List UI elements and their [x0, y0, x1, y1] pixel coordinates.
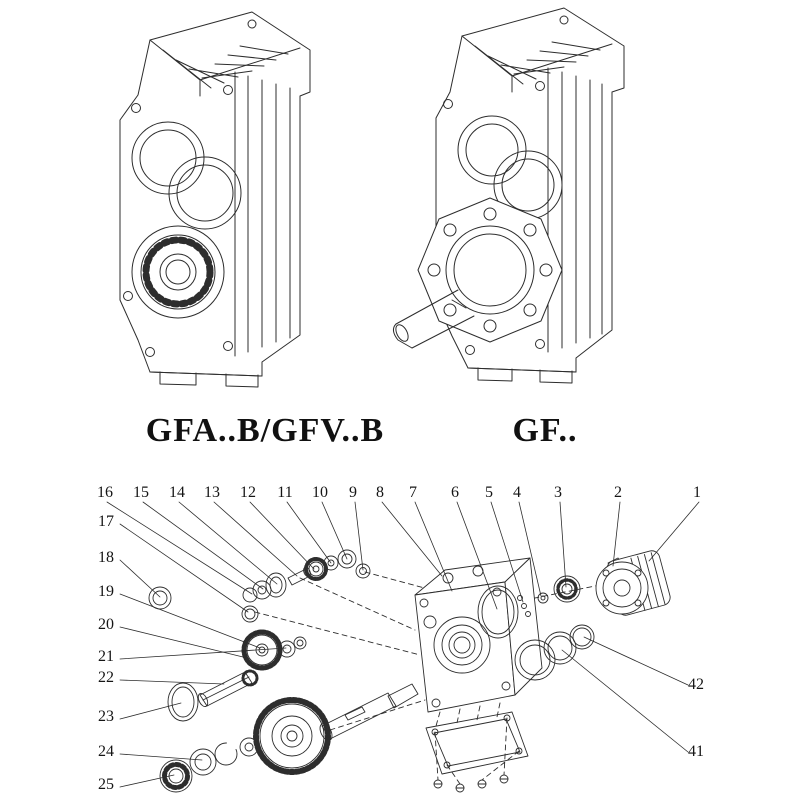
- part-number-1: 1: [693, 484, 701, 501]
- part-number-4: 4: [513, 484, 521, 501]
- leader-lines-right: [561, 636, 689, 753]
- output-shaft-parts-cluster: [159, 683, 419, 793]
- part-number-10: 10: [312, 484, 328, 501]
- right-gearbox-drawing: [392, 7, 625, 384]
- caption-right-model: GF..: [512, 412, 578, 449]
- leader-lines-top: [106, 501, 700, 610]
- part-number-5: 5: [485, 484, 493, 501]
- part-number-20: 20: [98, 616, 114, 633]
- part-number-13: 13: [204, 484, 220, 501]
- motor-side-parts-cluster: [477, 550, 671, 639]
- exploded-view-drawing: [106, 501, 700, 793]
- caption-left-model: GFA..B/GFV..B: [145, 412, 385, 449]
- shim-ring-cluster: [514, 624, 595, 681]
- part-number-3: 3: [554, 484, 562, 501]
- part-number-18: 18: [98, 549, 114, 566]
- part-number-11: 11: [277, 484, 293, 501]
- part-number-15: 15: [133, 484, 149, 501]
- part-number-41: 41: [688, 743, 704, 760]
- part-number-17: 17: [98, 513, 114, 530]
- left-gearbox-drawing: [119, 11, 311, 388]
- part-number-14: 14: [169, 484, 185, 501]
- part-number-22: 22: [98, 669, 114, 686]
- cover-plate-and-bolts: [425, 711, 529, 793]
- part-number-19: 19: [98, 583, 114, 600]
- part-number-23: 23: [98, 708, 114, 725]
- intermediate-gear-cluster: [167, 629, 307, 722]
- part-number-2: 2: [614, 484, 622, 501]
- part-number-42: 42: [688, 676, 704, 693]
- leader-lines-left: [119, 523, 287, 788]
- part-number-8: 8: [376, 484, 384, 501]
- input-shaft-parts-cluster: [148, 549, 371, 623]
- part-number-7: 7: [409, 484, 417, 501]
- part-number-24: 24: [98, 743, 114, 760]
- part-number-21: 21: [98, 648, 114, 665]
- part-number-9: 9: [349, 484, 357, 501]
- part-number-16: 16: [97, 484, 113, 501]
- part-number-25: 25: [98, 776, 114, 793]
- part-number-6: 6: [451, 484, 459, 501]
- part-number-12: 12: [240, 484, 256, 501]
- gear-housing: [414, 557, 543, 713]
